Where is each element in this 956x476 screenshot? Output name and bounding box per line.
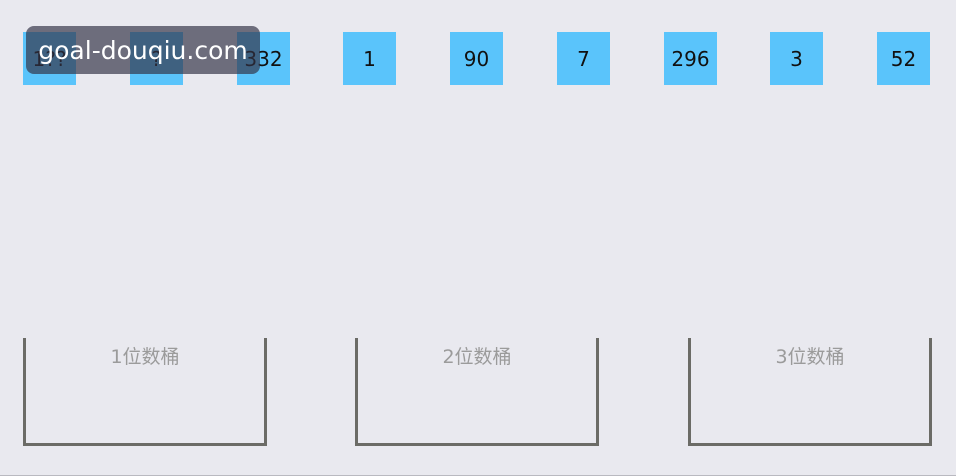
bucket-label: 2位数桶 [442, 346, 512, 368]
bucket-2-digit: 2位数桶 [355, 338, 599, 446]
number-box: 52 [877, 32, 930, 85]
bucket-3-digit: 3位数桶 [688, 338, 932, 446]
number-box: 7 [557, 32, 610, 85]
number-box: 296 [664, 32, 717, 85]
watermark-overlay: goal-douqiu.com [26, 26, 260, 74]
bucket-label: 1位数桶 [110, 346, 180, 368]
number-box: 90 [450, 32, 503, 85]
bucket-label: 3位数桶 [775, 346, 845, 368]
number-box: 1 [343, 32, 396, 85]
bucket-1-digit: 1位数桶 [23, 338, 267, 446]
number-box: 3 [770, 32, 823, 85]
